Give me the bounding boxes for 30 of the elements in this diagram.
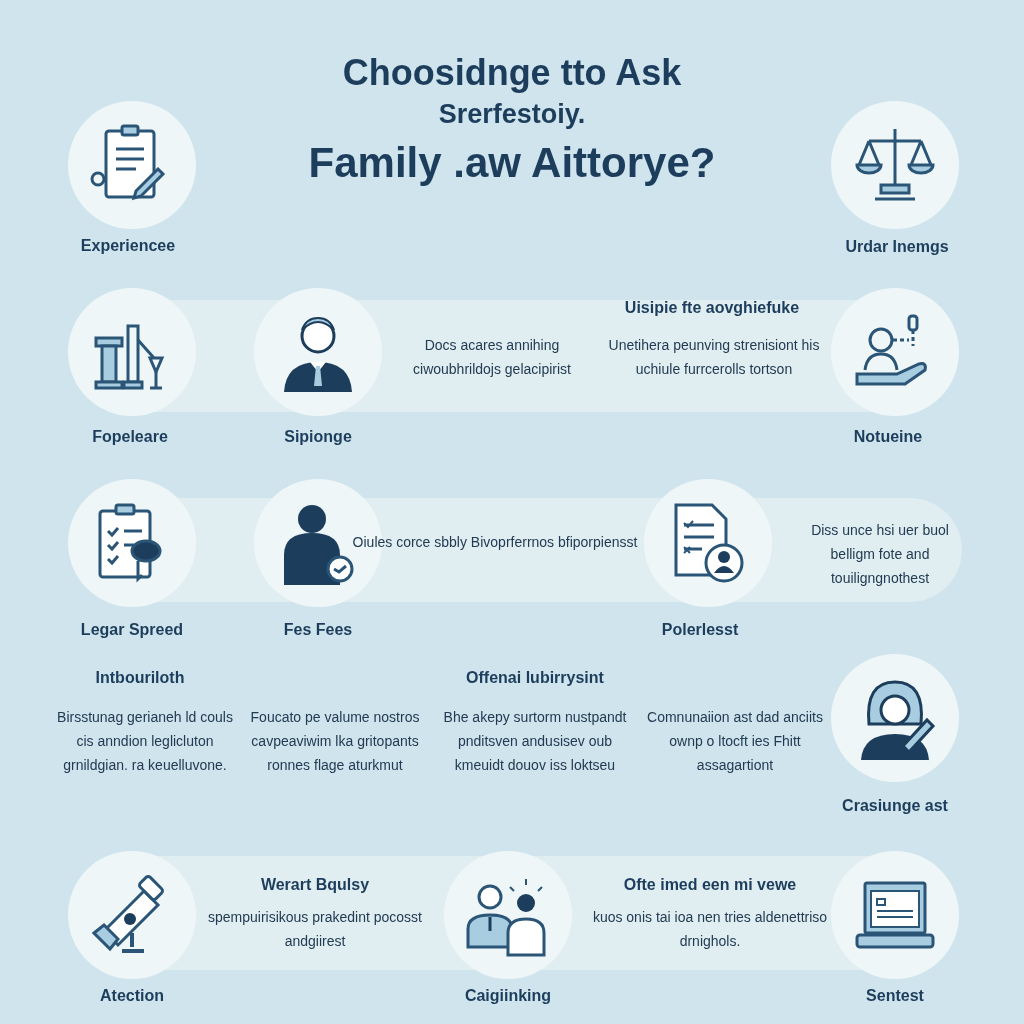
- section-heading: Werart Bqulsy: [259, 875, 371, 895]
- subtitle: Srerfestoiy.: [437, 98, 587, 130]
- icon-caption: Atection: [99, 986, 165, 1006]
- icon-caption: Legar Spreed: [79, 620, 185, 640]
- icon-caption: Sentest: [865, 986, 925, 1006]
- icon-caption: Crasiunge ast: [841, 796, 949, 816]
- section-heading: Intbouriloth: [94, 668, 186, 688]
- description-text: Docs acares annihing ciwoubhrildojs gelacipirist: [412, 336, 572, 379]
- description-text: Bhe akepy surtorm nustpandt pnditsven andusisev oub kmeuidt douov iss loktseu: [442, 708, 628, 775]
- section-heading: Offenai lubirrysint: [465, 668, 605, 688]
- description-text: kuos onis tai ioa nen tries aldenettriso drnighols.: [591, 908, 829, 951]
- subtitle: Family .aw Aittorye?: [307, 138, 717, 188]
- icon-caption: Caigiinking: [463, 986, 553, 1006]
- description-text: Oiules corce sbbly Bivoprferrnos bfiporpiensst: [351, 533, 639, 552]
- icon-caption: Polerlesst: [660, 620, 740, 640]
- description-text: spempuirisikous prakedint pocosst andgiirest: [207, 908, 423, 951]
- description-text: Birsstunag gerianeh ld couls cis anndion leglicluton grnildgian. ra keuelluvone.: [56, 708, 234, 775]
- icon-caption: Sipionge: [283, 427, 353, 447]
- icon-caption: Experiencee: [79, 236, 177, 256]
- icon-caption: Notueine: [852, 427, 924, 447]
- section-heading: Ofte imed een mi vewe: [622, 875, 798, 895]
- description-text: Diss unce hsi uer buol belligm fote and touiligngnothest: [810, 521, 950, 588]
- title: Choosidnge tto Ask: [341, 52, 683, 94]
- icon-caption: Fes Fees: [282, 620, 354, 640]
- description-text: Unetihera peunving strenisiont his uchiule furrcerolls tortson: [607, 336, 821, 379]
- section-heading: Uisipie fte aovghiefuke: [623, 298, 801, 318]
- description-text: Comnunaiion ast dad anciits ownp o ltocft ies Fhitt assagartiont: [646, 708, 824, 775]
- icon-caption: Urdar Inemgs: [844, 237, 950, 257]
- description-text: Foucato pe valume nostros cavpeaviwim lka gritopants ronnes flage aturkmut: [249, 708, 421, 775]
- icon-caption: Fopeleare: [91, 427, 169, 447]
